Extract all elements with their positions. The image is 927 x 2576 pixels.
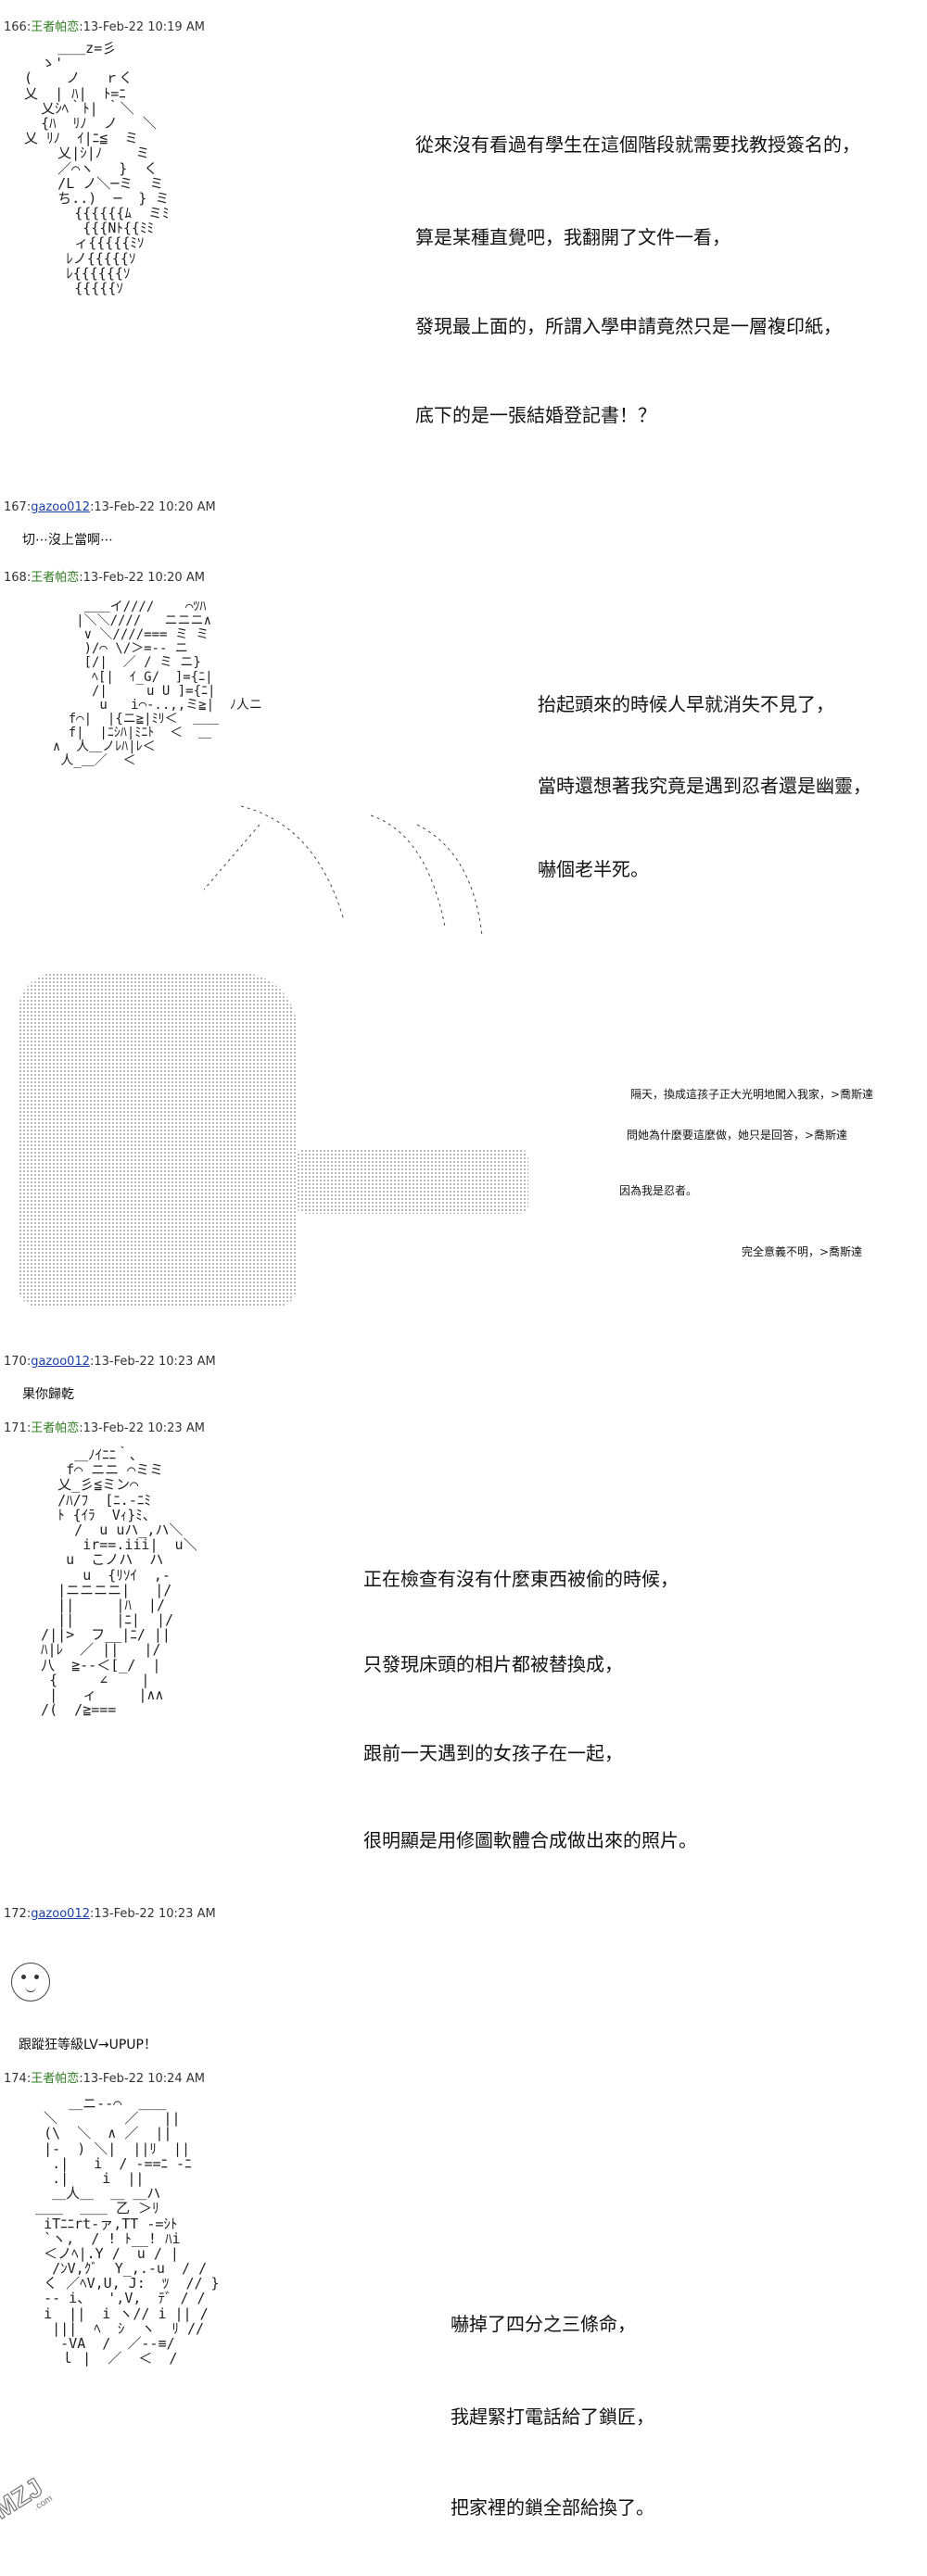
- post-line: 嚇個老半死。: [538, 858, 649, 880]
- post-author[interactable]: 王者帕恋: [31, 20, 80, 34]
- emoticon-face-icon: [11, 1963, 50, 2001]
- post-author[interactable]: 王者帕恋: [31, 2072, 80, 2086]
- post-line: 算是某種直覺吧，我翻開了文件一看，: [415, 226, 730, 248]
- side-note: 問她為什麼要這麼做，她只是回答，>喬斯達: [627, 1129, 848, 1142]
- post-date: 13-Feb-22 10:23 AM: [83, 1421, 205, 1435]
- watermark-logo: DMZJ .com: [0, 2456, 81, 2567]
- ascii-art-171: ＿ﾉｲﾆﾆ｀､ f⌒ ニニ ⌒ミミ 乂_彡≦ミン⌒ /ﾊ/ﾌ [ﾆ.-ﾆﾐ ﾄ …: [41, 1446, 197, 1719]
- post-header-172: 172:gazoo012:13-Feb-22 10:23 AM: [4, 1907, 216, 1921]
- post-line: 嚇掉了四分之三條命，: [451, 2313, 636, 2335]
- post-number: 166: [4, 20, 27, 34]
- ascii-art-166: ＿＿z=彡 ゝ' ( ノ ｒく 乂 | ﾊ| ﾄ=ﾆ 乂ｼﾍ｀ﾄ| ｀＼ {ﾊ …: [24, 40, 170, 297]
- side-note: 完全意義不明，>喬斯達: [742, 1245, 863, 1258]
- post-author[interactable]: gazoo012: [31, 1907, 90, 1921]
- post-number: 170: [4, 1355, 27, 1369]
- post-number: 172: [4, 1907, 27, 1921]
- post-number: 168: [4, 571, 27, 585]
- post-date: 13-Feb-22 10:23 AM: [94, 1907, 216, 1921]
- post-header-168: 168:王者帕恋:13-Feb-22 10:20 AM: [4, 571, 205, 585]
- post-header-174: 174:王者帕恋:13-Feb-22 10:24 AM: [4, 2072, 205, 2086]
- post-line: 我趕緊打電話給了鎖匠，: [451, 2406, 654, 2428]
- post-header-166: 166:王者帕恋:13-Feb-22 10:19 AM: [4, 20, 205, 34]
- post-line: 當時還想著我究竟是遇到忍者還是幽靈，: [538, 775, 871, 797]
- post-header-167: 167:gazoo012:13-Feb-22 10:20 AM: [4, 500, 216, 514]
- post-line: 很明顯是用修圖軟體合成做出來的照片。: [363, 1829, 697, 1851]
- post-author[interactable]: 王者帕恋: [31, 1421, 80, 1435]
- post-number: 174: [4, 2072, 27, 2086]
- dotted-illustration: [19, 973, 297, 1307]
- post-line: 把家裡的鎖全部給換了。: [451, 2496, 654, 2519]
- post-author[interactable]: 王者帕恋: [31, 571, 80, 585]
- post-line: 跟前一天遇到的女孩子在一起，: [363, 1742, 623, 1764]
- post-line: 從來沒有看過有學生在這個階段就需要找教授簽名的，: [415, 133, 860, 156]
- post-author[interactable]: gazoo012: [31, 1355, 90, 1369]
- post-reply: 切⋯沒上當啊⋯: [22, 533, 113, 548]
- ascii-art-168: ＿＿イ//// ⌒ﾂﾊ |＼＼//// ニニニ∧ ∨ ＼////=== ミ ミ …: [52, 600, 262, 769]
- side-note: 因為我是忍者。: [619, 1184, 698, 1197]
- post-date: 13-Feb-22 10:20 AM: [94, 500, 216, 514]
- post-line: 正在檢查有沒有什麼東西被偷的時候，: [363, 1568, 679, 1590]
- post-header-171: 171:王者帕恋:13-Feb-22 10:23 AM: [4, 1421, 205, 1435]
- post-date: 13-Feb-22 10:23 AM: [94, 1355, 216, 1369]
- post-line: 發現最上面的，所謂入學申請竟然只是一層複印紙，: [415, 315, 842, 337]
- post-header-170: 170:gazoo012:13-Feb-22 10:23 AM: [4, 1355, 216, 1369]
- post-reply: 果你歸乾: [22, 1387, 74, 1402]
- post-line: 底下的是一張結婚登記書！？: [415, 404, 656, 426]
- post-line: 抬起頭來的時候人早就消失不見了，: [538, 693, 834, 715]
- side-note: 隔天，換成這孩子正大光明地闖入我家，>喬斯達: [630, 1088, 874, 1101]
- post-number: 167: [4, 500, 27, 514]
- post-date: 13-Feb-22 10:19 AM: [83, 20, 205, 34]
- ascii-art-174: ＿ニ-‐⌒ ＿＿ ＼ ／ || (\ ＼ ∧ ／ || |- ) ＼| ||ﾘ …: [35, 2095, 220, 2368]
- post-line: 只發現床頭的相片都被替換成，: [363, 1653, 623, 1675]
- post-reply: 跟蹤狂等級LV→UPUP！: [19, 2038, 157, 2052]
- post-number: 171: [4, 1421, 27, 1435]
- post-author[interactable]: gazoo012: [31, 500, 90, 514]
- ascii-art-168-lines: [204, 805, 483, 937]
- post-date: 13-Feb-22 10:20 AM: [83, 571, 205, 585]
- dotted-illustration-tail: [297, 1149, 528, 1214]
- post-date: 13-Feb-22 10:24 AM: [83, 2072, 205, 2086]
